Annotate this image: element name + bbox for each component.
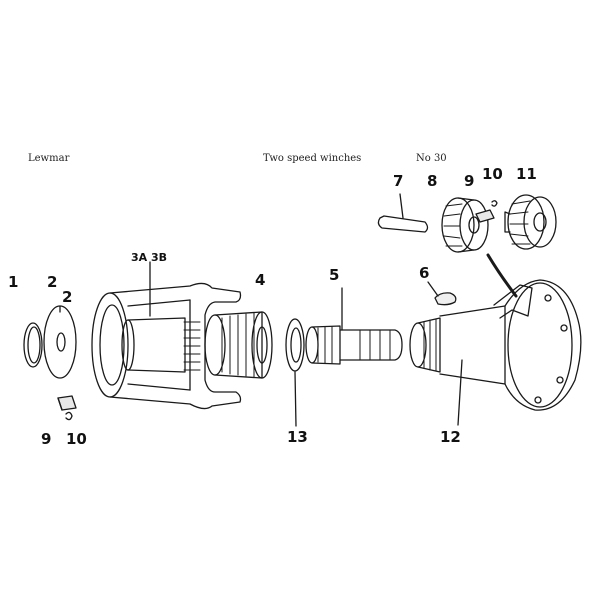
part-10-spring-top — [491, 200, 498, 207]
callout-10-bottom: 10 — [66, 430, 87, 448]
part-2-washer — [43, 305, 77, 379]
part-9-pawl-top — [475, 209, 495, 223]
callout-10-top: 10 — [482, 165, 503, 183]
callout-9-bottom: 9 — [41, 430, 52, 448]
callout-3a-3b: 3A 3B — [131, 251, 168, 264]
part-9-pawl-left — [57, 395, 77, 411]
part-12-center-stem — [409, 253, 582, 426]
part-6-key — [427, 281, 457, 306]
callout-11: 11 — [516, 165, 537, 183]
callout-5: 5 — [329, 266, 340, 284]
callout-7: 7 — [393, 172, 404, 190]
callout-1: 1 — [8, 273, 19, 291]
callout-4: 4 — [255, 271, 266, 289]
part-8-gear — [441, 197, 489, 253]
part-10-spring-left — [65, 411, 73, 421]
model-number: No 30 — [416, 153, 447, 164]
callout-8: 8 — [427, 172, 438, 190]
callout-2-ring: 2 — [47, 273, 58, 291]
callout-13: 13 — [287, 428, 308, 446]
part-1-retaining-ring — [23, 322, 43, 368]
callout-9-top: 9 — [464, 172, 475, 190]
brand-label: Lewmar — [28, 153, 70, 164]
callout-2-washer: 2 — [62, 288, 73, 306]
part-5-spindle — [305, 287, 403, 365]
part-11-gear — [504, 194, 557, 250]
callout-12: 12 — [440, 428, 461, 446]
callout-6: 6 — [419, 264, 430, 282]
part-7-pin — [377, 193, 429, 233]
part-13-thrust-washer — [285, 318, 305, 427]
part-3-drum — [91, 261, 242, 410]
diagram-title: Two speed winches — [263, 153, 362, 164]
part-4-roller-bearing — [204, 311, 273, 379]
